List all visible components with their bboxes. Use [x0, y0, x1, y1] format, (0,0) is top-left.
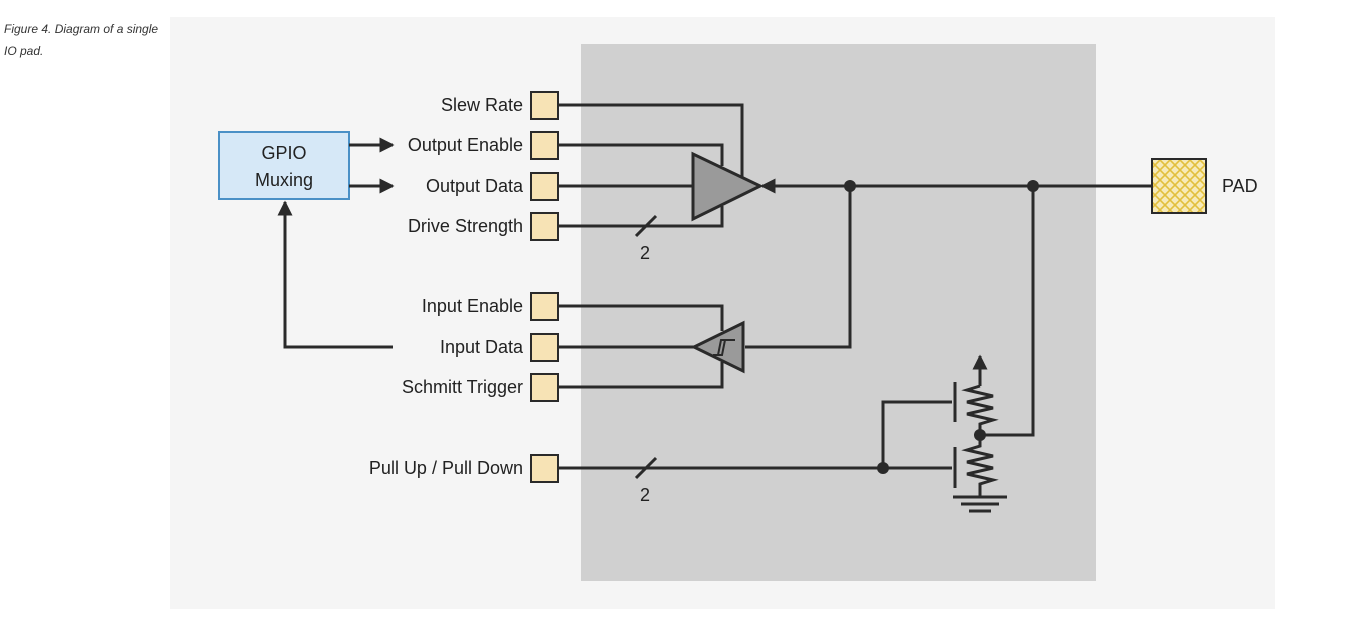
- register-output-enable: [530, 131, 559, 160]
- input-schmitt-buffer: [690, 320, 745, 374]
- label-input-data: Input Data: [440, 337, 524, 357]
- junction-pull: [974, 429, 986, 441]
- register-input-enable: [530, 292, 559, 321]
- pad-label: PAD: [1222, 176, 1258, 196]
- label-drive-strength: Drive Strength: [408, 216, 523, 236]
- bus-slash-drive: [634, 214, 658, 238]
- pulldown-resistor-icon: [961, 435, 999, 496]
- bus-width-drive: 2: [640, 243, 650, 263]
- wire-schmitt-trigger: [558, 362, 724, 389]
- bus-width-pull: 2: [640, 485, 650, 505]
- ground-icon: [953, 495, 1007, 513]
- wire-input-enable: [558, 304, 724, 331]
- label-schmitt-trigger: Schmitt Trigger: [402, 377, 523, 397]
- schmitt-symbol-icon: [713, 339, 735, 356]
- gpio-label-line1: GPIO: [261, 143, 306, 163]
- register-output-data: [530, 172, 559, 201]
- label-input-enable: Input Enable: [422, 296, 523, 316]
- output-buffer: [691, 151, 764, 222]
- wire-pad-to-pull: [980, 186, 1035, 437]
- label-output-enable: Output Enable: [408, 135, 523, 155]
- register-slew-rate: [530, 91, 559, 120]
- input-data-return-arrow: [277, 200, 393, 349]
- label-slew-rate: Slew Rate: [441, 95, 523, 115]
- figure-caption: Figure 4. Diagram of a single IO pad.: [4, 22, 159, 58]
- register-schmitt-trigger: [530, 373, 559, 402]
- bus-slash-pull: [634, 456, 658, 480]
- register-boxes: [530, 91, 559, 483]
- register-pull-up-down: [530, 454, 559, 483]
- label-output-data: Output Data: [426, 176, 524, 196]
- register-input-data: [530, 333, 559, 362]
- wire-output-enable: [558, 143, 724, 166]
- gpio-label-line2: Muxing: [255, 170, 313, 190]
- wire-slew-rate: [558, 103, 744, 177]
- wire-pad-to-input-buffer: [745, 186, 852, 349]
- io-core-block: [581, 44, 1096, 581]
- pullup-resistor-icon: [961, 384, 999, 435]
- label-pull-up-down: Pull Up / Pull Down: [369, 458, 523, 478]
- wire-pullup-gate: [881, 400, 952, 468]
- register-drive-strength: [530, 212, 559, 241]
- pad-box: [1151, 158, 1207, 214]
- wire-drive-strength: [558, 206, 724, 228]
- gpio-muxing-box: [218, 131, 350, 200]
